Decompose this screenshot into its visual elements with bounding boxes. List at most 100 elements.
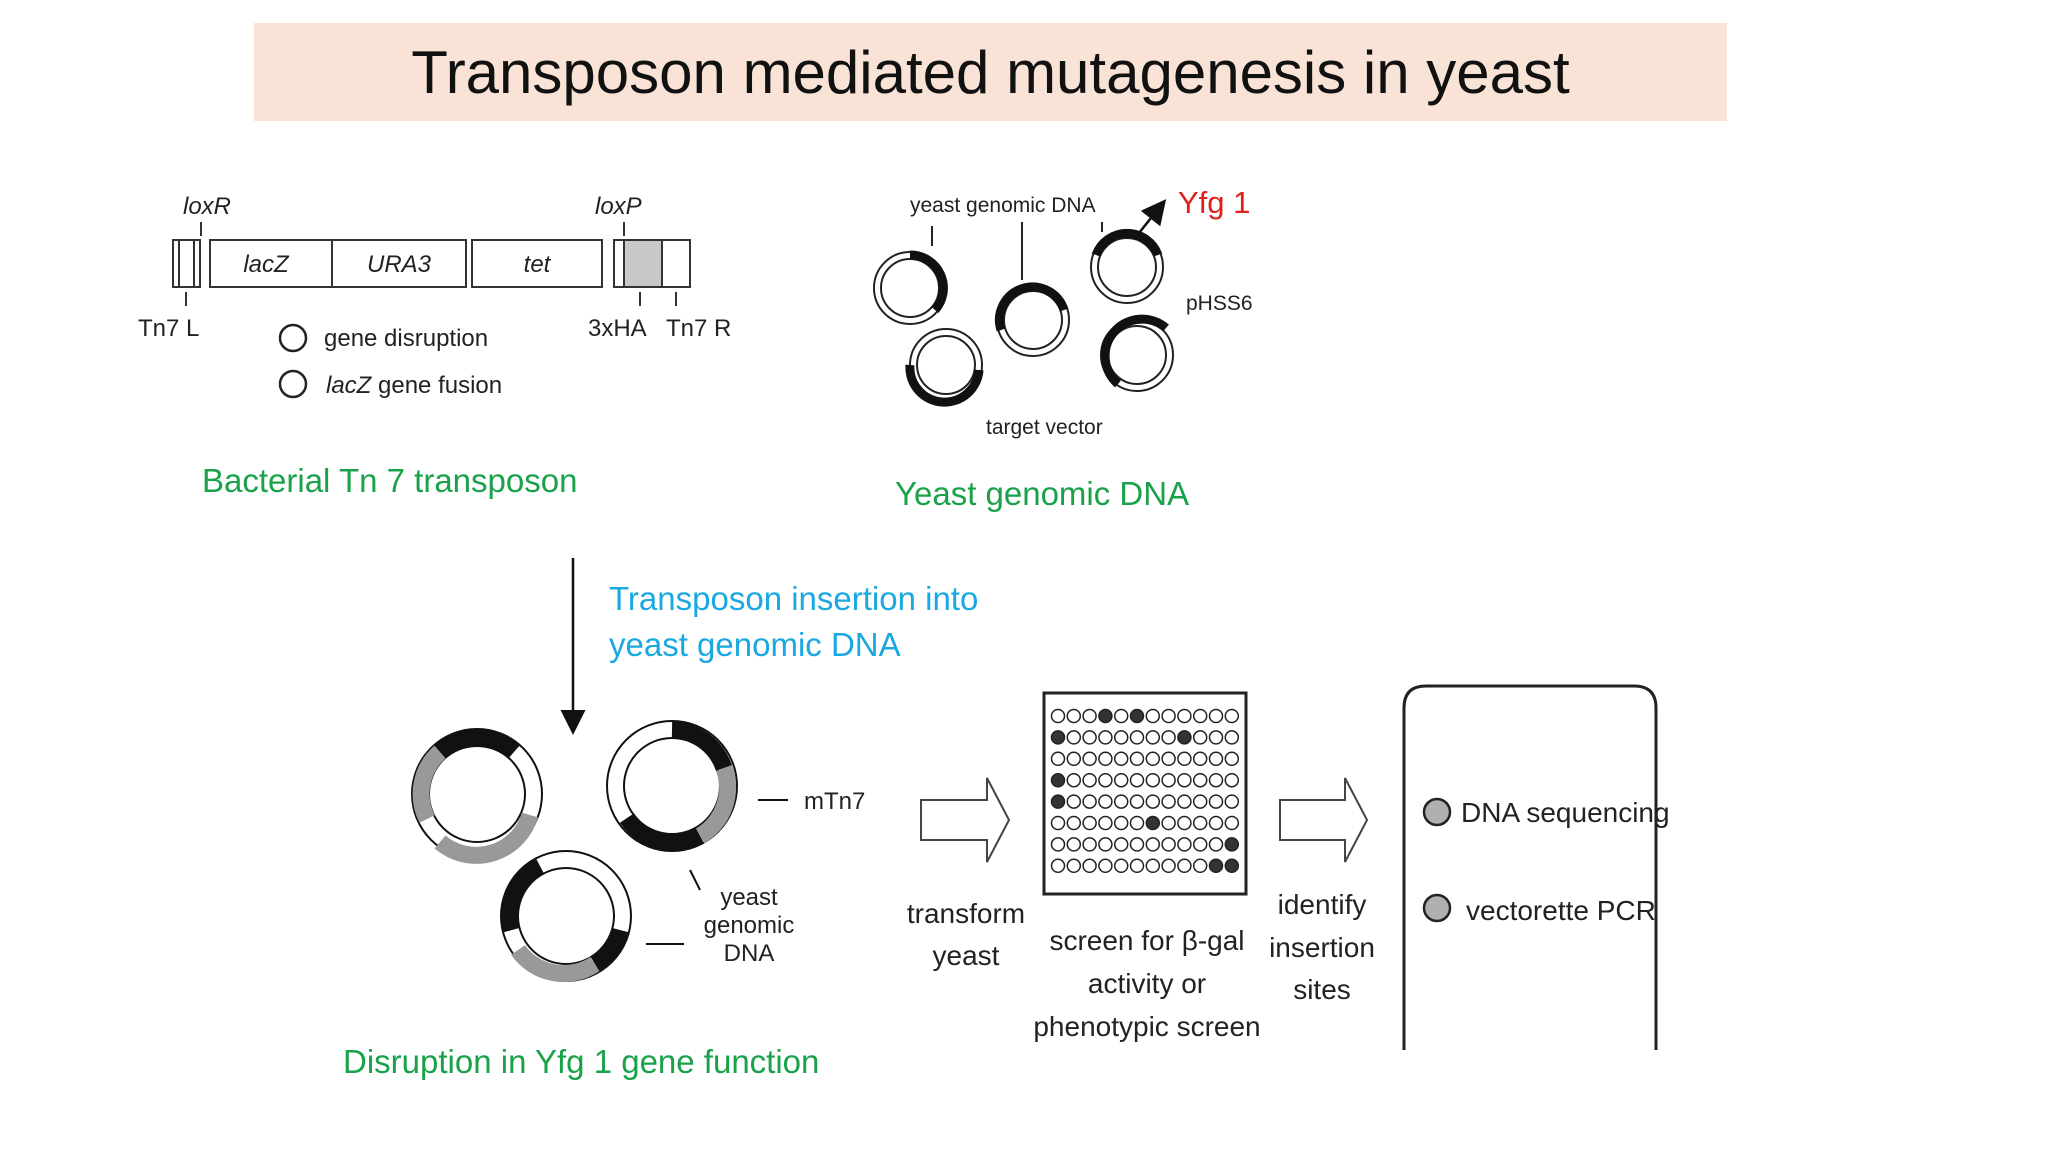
plate-well: [1177, 708, 1192, 724]
identify-label-line3: sites: [1293, 974, 1351, 1005]
plate-well: [1192, 730, 1208, 745]
plate-well: [1082, 858, 1097, 874]
plate-well: [1145, 708, 1161, 724]
plate-well: [1177, 751, 1192, 767]
plate-well: [1161, 794, 1176, 809]
plate-well: [1224, 858, 1240, 874]
plate-well: [1113, 751, 1129, 767]
plate-well: [1050, 730, 1066, 745]
identify-label-line2: insertion: [1269, 932, 1375, 963]
plate-well: [1066, 794, 1082, 809]
yfg1-label: Yfg 1: [1178, 185, 1250, 220]
results-box: [1402, 684, 1658, 1050]
plate-well: [1098, 708, 1113, 724]
plate-well: [1050, 837, 1066, 852]
vectorette-pcr-label: vectorette PCR: [1466, 895, 1656, 926]
plate-well: [1161, 858, 1176, 874]
plate-well: [1177, 772, 1192, 788]
dna-label-line1: yeast: [720, 884, 778, 911]
yeast-genomic-dna-label: yeast genomic DNA: [910, 194, 1096, 217]
plate-well: [1177, 730, 1192, 745]
plate-well: [1224, 751, 1240, 767]
plate-well: [1208, 751, 1224, 767]
tn7-construct: [172, 222, 691, 399]
plate-well: [1192, 751, 1208, 767]
loxp-label: loxP: [595, 193, 642, 220]
plate-well: [1050, 772, 1066, 788]
plate-well: [1050, 751, 1066, 767]
plate-well: [1082, 815, 1097, 831]
page-title: Transposon mediated mutagenesis in yeast: [411, 38, 1570, 106]
plate-well: [1161, 815, 1176, 831]
plate-well: [1098, 794, 1113, 809]
plate-well: [1098, 751, 1113, 767]
dna-sequencing-bullet: [1422, 797, 1452, 827]
ha-label: 3xHA: [588, 315, 647, 342]
tn7-r-label: Tn7 R: [666, 315, 731, 342]
plate-well: [1129, 751, 1145, 767]
plate-well: [1066, 751, 1082, 767]
plate-well: [1129, 772, 1145, 788]
plate-well: [1066, 730, 1082, 745]
plate-well: [1113, 837, 1129, 852]
plate-well: [1082, 751, 1097, 767]
plate-well: [1082, 708, 1097, 724]
genomic-plasmids: [873, 199, 1174, 407]
well-plate-wells: [1050, 708, 1240, 874]
plate-well: [1066, 837, 1082, 852]
plate-well: [1192, 858, 1208, 874]
plate-well: [1082, 794, 1097, 809]
tet-segment-label: tet: [524, 251, 552, 278]
plate-well: [1145, 730, 1161, 745]
insertion-caption-line2: yeast genomic DNA: [609, 626, 901, 663]
plate-well: [1129, 815, 1145, 831]
screen-label-line1: screen for β-gal: [1049, 925, 1244, 956]
loxr-label: loxR: [183, 193, 231, 220]
vectorette-pcr-bullet: [1422, 893, 1452, 923]
tn7-l-label: Tn7 L: [138, 315, 199, 342]
plate-well: [1129, 794, 1145, 809]
ura3-segment-label: URA3: [367, 251, 432, 278]
plate-well: [1192, 794, 1208, 809]
genomic-caption: Yeast genomic DNA: [895, 475, 1190, 512]
plate-well: [1082, 772, 1097, 788]
transform-label-line1: transform: [907, 898, 1025, 929]
plate-well: [1224, 794, 1240, 809]
plate-well: [1177, 858, 1192, 874]
plate-well: [1208, 730, 1224, 745]
target-vector-label: target vector: [986, 416, 1103, 439]
legend-gene-disruption: gene disruption: [324, 325, 488, 352]
insertion-caption-line1: Transposon insertion into: [609, 580, 979, 617]
plate-well: [1098, 837, 1113, 852]
tn7-caption: Bacterial Tn 7 transposon: [202, 462, 578, 499]
plate-well: [1224, 708, 1240, 724]
plate-well: [1192, 708, 1208, 724]
legend-lacz-fusion: lacZ gene fusion: [326, 372, 502, 399]
plate-well: [1098, 730, 1113, 745]
plate-well: [1066, 772, 1082, 788]
plate-well: [1192, 837, 1208, 852]
disrupted-plasmids: [411, 720, 788, 983]
plate-well: [1098, 815, 1113, 831]
plate-well: [1082, 730, 1097, 745]
plate-well: [1098, 772, 1113, 788]
plate-well: [1161, 751, 1176, 767]
step-arrow-2: [1279, 777, 1369, 863]
plate-well: [1161, 708, 1176, 724]
plate-well: [1113, 708, 1129, 724]
plate-well: [1177, 794, 1192, 809]
plate-well: [1098, 858, 1113, 874]
plate-well: [1192, 815, 1208, 831]
dna-sequencing-label: DNA sequencing: [1461, 797, 1670, 828]
plate-well: [1177, 837, 1192, 852]
plate-well: [1066, 815, 1082, 831]
screen-label-line2: activity or: [1088, 968, 1206, 999]
plate-well: [1145, 772, 1161, 788]
plate-well: [1145, 794, 1161, 809]
plate-well: [1129, 708, 1145, 724]
plate-well: [1161, 837, 1176, 852]
plate-well: [1129, 858, 1145, 874]
plate-well: [1050, 815, 1066, 831]
plate-well: [1082, 837, 1097, 852]
